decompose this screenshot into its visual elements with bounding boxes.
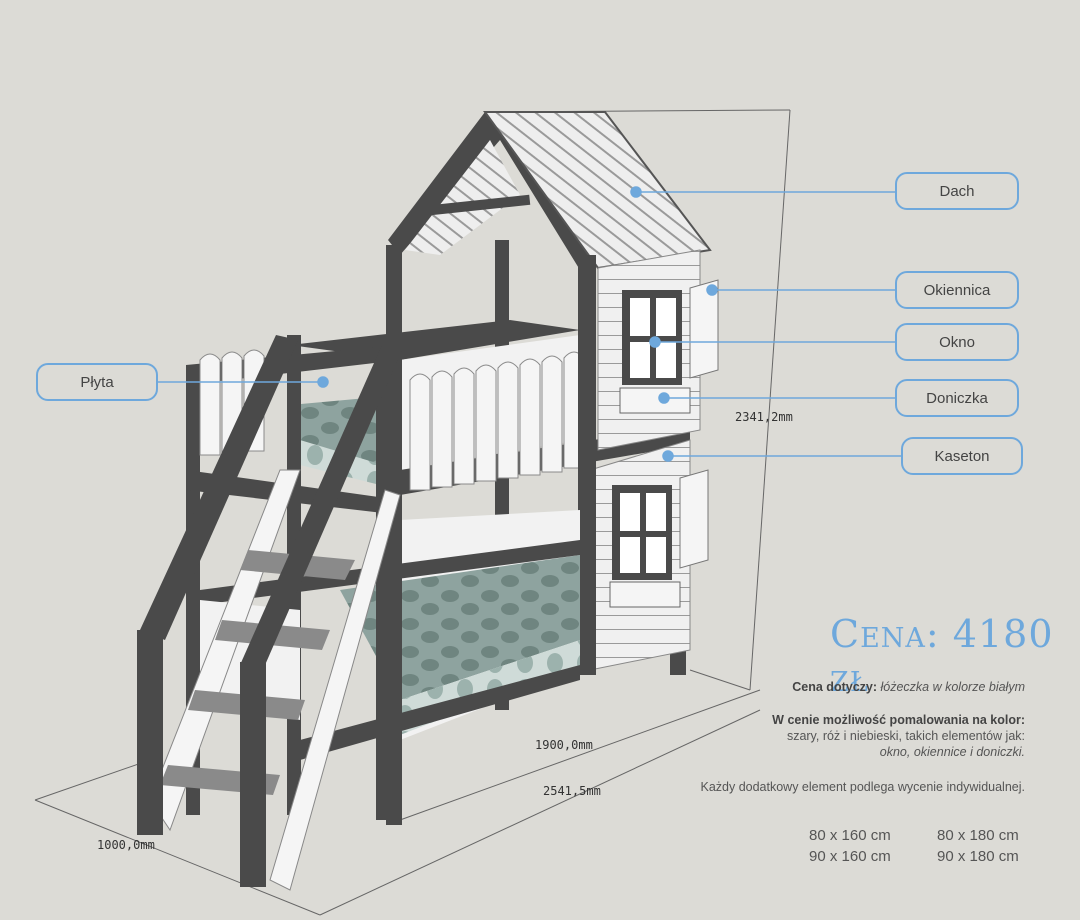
dimension-length-inner: 1900,0mm bbox=[535, 738, 593, 752]
callout-okno: Okno bbox=[895, 323, 1019, 361]
dimension-height: 2341,2mm bbox=[735, 410, 793, 424]
callout-okiennica: Okiennica bbox=[895, 271, 1019, 309]
price-note-label: Cena dotyczy: bbox=[792, 680, 878, 694]
size-option: 80 x 180 cm bbox=[937, 827, 1019, 844]
callout-plyta: Płyta bbox=[36, 363, 158, 401]
size-option: 90 x 180 cm bbox=[937, 848, 1019, 865]
dimension-length-outer: 2541,5mm bbox=[543, 784, 601, 798]
paint-info-elements: okno, okiennice i doniczki. bbox=[879, 745, 1025, 759]
paint-info-colors: szary, róż i niebieski, takich elementów… bbox=[786, 729, 1025, 743]
size-option: 90 x 160 cm bbox=[809, 848, 891, 865]
staircase bbox=[137, 335, 402, 891]
roof bbox=[388, 111, 712, 270]
callout-leaders bbox=[156, 186, 902, 462]
callout-doniczka: Doniczka bbox=[895, 379, 1019, 417]
size-list-left: 80 x 160 cm 90 x 160 cm bbox=[809, 825, 891, 867]
paint-info-label: W cenie możliwość pomalowania na kolor: bbox=[772, 713, 1025, 727]
upper-window bbox=[619, 279, 719, 414]
callout-dach: Dach bbox=[895, 172, 1019, 210]
paint-info: W cenie możliwość pomalowania na kolor: … bbox=[772, 712, 1025, 760]
extra-info: Każdy dodatkowy element podlega wycenie … bbox=[700, 780, 1025, 794]
callout-kaseton: Kaseton bbox=[901, 437, 1023, 475]
dimension-depth: 1000,0mm bbox=[97, 838, 155, 852]
lower-window bbox=[609, 469, 709, 608]
dimension-lines bbox=[34, 109, 791, 916]
size-list-right: 80 x 180 cm 90 x 180 cm bbox=[937, 825, 1019, 867]
price-note: Cena dotyczy: łóżeczka w kolorze białym bbox=[792, 679, 1025, 695]
size-option: 80 x 160 cm bbox=[809, 827, 891, 844]
price-label: Cena: 4180 zł bbox=[830, 612, 1054, 700]
fence-pickets bbox=[199, 349, 585, 491]
price-note-text: łóżeczka w kolorze białym bbox=[880, 680, 1026, 694]
